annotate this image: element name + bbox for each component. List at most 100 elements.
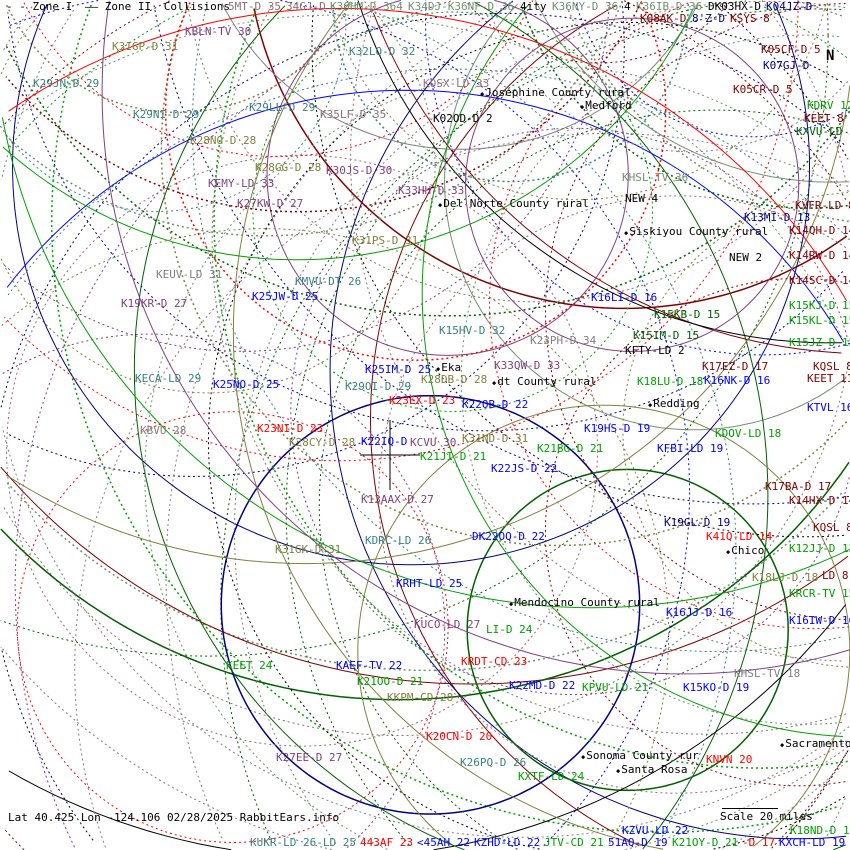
station-label[interactable]: K32LQ-D 32: [349, 45, 416, 58]
station-label[interactable]: K29NI-D 29: [133, 108, 200, 121]
station-label[interactable]: KFBI-LD 19: [657, 442, 724, 455]
station-label[interactable]: K08AK-D: [640, 12, 687, 25]
station-label[interactable]: K17EZ-D 17: [702, 360, 769, 373]
station-label[interactable]: KFTY-LD 2: [625, 344, 685, 357]
station-label[interactable]: K16IW-D 16: [789, 614, 850, 627]
station-label[interactable]: K21JI-D 21: [420, 450, 487, 463]
station-label[interactable]: K27EE-D 27: [276, 751, 343, 764]
station-label[interactable]: KRCR-TV 15: [789, 587, 850, 600]
station-label[interactable]: K36IB-D 36: [636, 0, 703, 13]
station-label[interactable]: KQSL 8: [813, 521, 850, 534]
station-label[interactable]: KPVU-LD 21: [582, 681, 649, 694]
station-label[interactable]: K29JN-D 29: [33, 77, 100, 90]
station-label[interactable]: K20CN-D 20: [426, 730, 493, 743]
station-label[interactable]: DK22OQ-D 22: [472, 530, 545, 543]
station-label[interactable]: K14QH-D 14: [789, 224, 850, 237]
station-label[interactable]: K14SC-D 14: [789, 274, 850, 287]
station-label[interactable]: K31GK-D 31: [275, 543, 342, 556]
station-label[interactable]: K28DB-D 28: [421, 373, 488, 386]
station-label[interactable]: KEET 11: [807, 372, 850, 385]
station-label[interactable]: NEW 2: [729, 251, 763, 264]
station-label[interactable]: K18ND-D 18: [790, 824, 850, 837]
station-label[interactable]: K05CF-D 5: [761, 43, 821, 56]
station-label[interactable]: KZVU-LD 22: [622, 824, 689, 837]
station-label[interactable]: K15KO-D 19: [683, 681, 750, 694]
station-label[interactable]: K14HX-D 14: [789, 494, 850, 507]
station-label[interactable]: K16JJ-D 16: [666, 606, 733, 619]
station-label[interactable]: KUCO-LD 27: [414, 618, 481, 631]
station-label[interactable]: KXVU-LD 3: [796, 125, 850, 138]
station-label[interactable]: K19KR-D 27: [121, 297, 188, 310]
station-label[interactable]: KEET 8: [804, 112, 844, 125]
station-label[interactable]: K31PS-D 31: [352, 234, 419, 247]
station-label[interactable]: KHSL-TV 36: [622, 171, 689, 184]
station-label[interactable]: KDOV-LD 18: [715, 427, 782, 440]
station-label[interactable]: KRHT-LD 25: [396, 577, 463, 590]
station-label[interactable]: KKPM-CD 28: [387, 691, 454, 704]
station-label[interactable]: K31ND-D 31: [462, 432, 529, 445]
station-label[interactable]: KQSL 8: [813, 360, 850, 373]
station-label[interactable]: K17BA-D 17: [765, 480, 832, 493]
station-label[interactable]: K04JZ-D: [766, 0, 813, 13]
station-label[interactable]: 4ity: [520, 0, 547, 13]
station-label[interactable]: K33QW-D 33: [494, 359, 561, 372]
station-label[interactable]: KRDT-CD 23: [461, 655, 528, 668]
station-label[interactable]: KNVN 20: [706, 753, 753, 766]
station-label[interactable]: K27KW-D 27: [237, 197, 304, 210]
station-label[interactable]: K34DJ-K36NF-D 36: [408, 0, 514, 13]
station-label[interactable]: KBLN-TV 30: [185, 25, 252, 38]
station-label[interactable]: K36NY-D 36: [552, 0, 619, 13]
station-label[interactable]: KXCH-LD 19: [779, 836, 846, 849]
station-label[interactable]: KTVL 16: [807, 401, 850, 414]
station-label[interactable]: K25IM-D 25: [365, 363, 432, 376]
station-label[interactable]: K26PQ-D 26: [460, 756, 527, 769]
station-label[interactable]: KHSL-TV 18: [734, 667, 801, 680]
station-label[interactable]: K15KJ-D 15: [789, 299, 850, 312]
station-label[interactable]: K16LI-D 16: [591, 291, 658, 304]
station-label[interactable]: K33HH-D 33: [398, 184, 465, 197]
station-label[interactable]: K25NO-D 25: [213, 378, 280, 391]
station-label[interactable]: K22JS-D 22: [491, 462, 558, 475]
station-label[interactable]: K28NO-D 28: [190, 134, 257, 147]
station-label[interactable]: K22OB-D 22: [462, 398, 529, 411]
station-label[interactable]: K21OY-D 21: [672, 836, 739, 849]
station-label[interactable]: KUKR-LD 26-LD 25: [250, 836, 356, 849]
station-label[interactable]: K05CR-D 5: [733, 83, 793, 96]
station-label[interactable]: 8'Z-D: [692, 12, 726, 25]
station-label[interactable]: 5MT-D 35: [228, 0, 281, 13]
station-label[interactable]: K30JS-D 30: [326, 164, 393, 177]
station-label[interactable]: KZHD-LD 22: [474, 836, 541, 849]
station-label[interactable]: K18LU-D 18: [637, 375, 704, 388]
station-label[interactable]: KVFR-LD 8: [795, 199, 850, 212]
station-label[interactable]: DK03HX-D: [708, 0, 761, 13]
station-label[interactable]: K13MI-D 13: [744, 211, 811, 224]
station-label[interactable]: KQSX-LD 33: [423, 77, 490, 90]
station-label[interactable]: LD 8: [822, 569, 849, 582]
station-label[interactable]: K28CY-D 28: [289, 436, 356, 449]
station-label[interactable]: K35LF-D 35: [320, 108, 387, 121]
station-label[interactable]: KSYS 8: [730, 12, 770, 25]
station-label[interactable]: JTV-CD 21: [544, 836, 604, 849]
station-label[interactable]: K21OO-D 21: [357, 675, 424, 688]
station-label[interactable]: K28GG-D 28: [255, 161, 322, 174]
station-label[interactable]: K36HM-D 364: [330, 0, 403, 13]
station-label[interactable]: K12JJ-D 12: [789, 542, 850, 555]
station-label[interactable]: K22IQ-D: [361, 435, 408, 448]
station-label[interactable]: KEUV-LD 31: [156, 268, 223, 281]
station-label[interactable]: K15KB-D 15: [654, 308, 721, 321]
station-label[interactable]: KEMY-LD 33: [208, 177, 275, 190]
station-label[interactable]: K21BG-D 21: [537, 442, 604, 455]
station-label[interactable]: -D 17: [742, 836, 776, 849]
station-label[interactable]: KEET 24: [226, 659, 273, 672]
station-label[interactable]: K23PH-D 34: [530, 334, 597, 347]
station-label[interactable]: K19HS-D 19: [584, 422, 651, 435]
station-label[interactable]: K15KL-D 15: [789, 314, 850, 327]
station-label[interactable]: K22MD-D 22: [509, 679, 576, 692]
station-label[interactable]: K29LL-D 29: [249, 101, 316, 114]
station-label[interactable]: 51AQ-D 19: [608, 836, 668, 849]
station-label[interactable]: NEW 4: [625, 192, 659, 205]
station-label[interactable]: KMVU-DT 26: [295, 275, 362, 288]
station-label[interactable]: KDRC-LD 26: [365, 534, 432, 547]
station-label[interactable]: KAEF-TV 22: [336, 659, 403, 672]
